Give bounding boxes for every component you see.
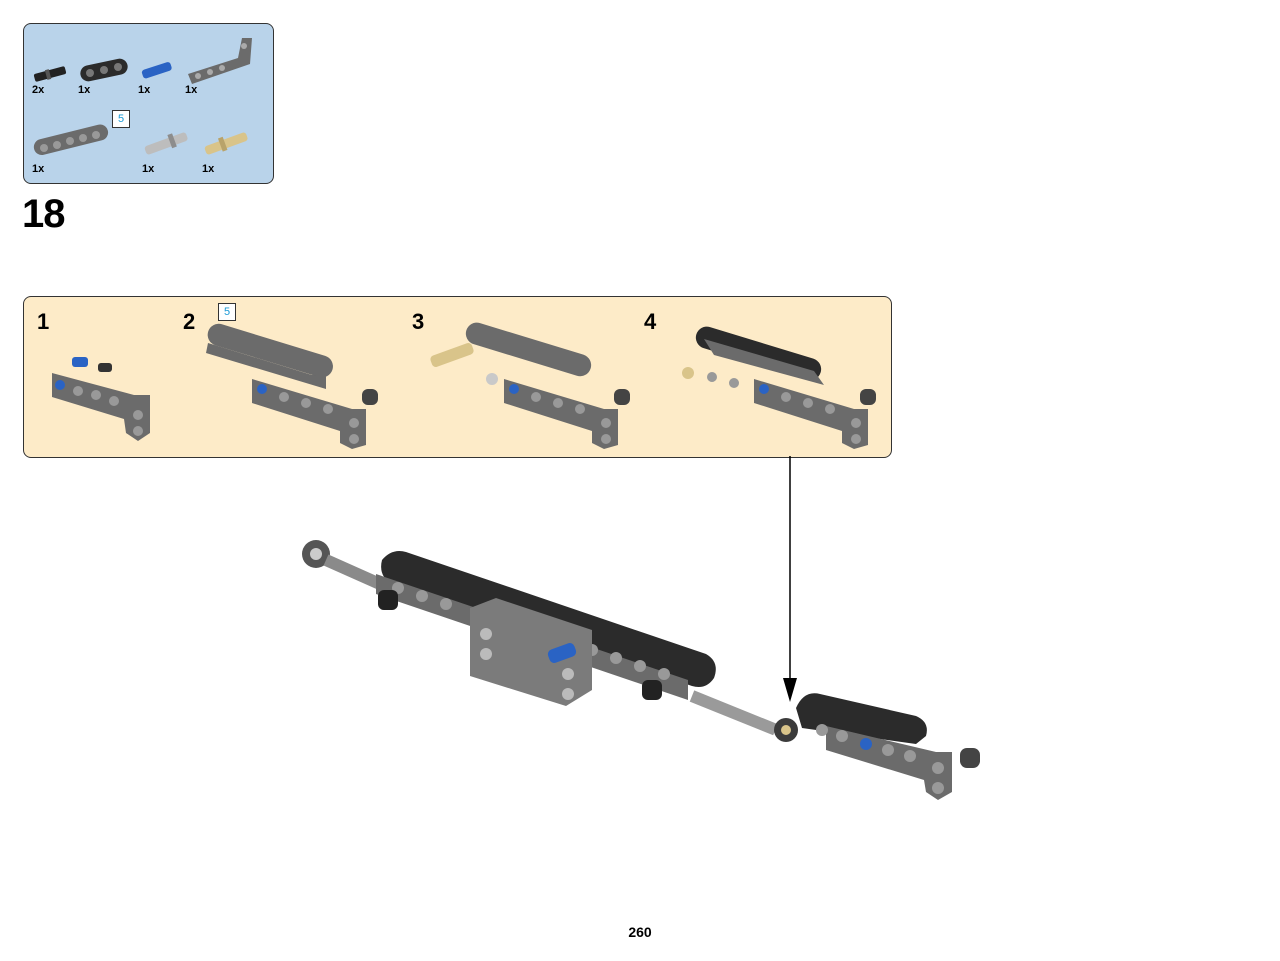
substep-number: 4 <box>644 309 657 334</box>
part-qty: 1x <box>138 84 151 96</box>
part-qty: 1x <box>142 163 155 175</box>
part-qty: 2x <box>32 84 45 96</box>
substep-1-illustration <box>52 357 150 441</box>
black-axle-pin-icon <box>33 66 67 82</box>
length-label: 5 <box>218 303 236 321</box>
callout-arrow <box>783 456 797 702</box>
gray-beam-5-icon <box>33 124 109 156</box>
substep-3-illustration <box>430 322 630 449</box>
substep-number: 2 <box>183 309 196 334</box>
light-gray-pin-icon <box>144 132 188 155</box>
length-label: 5 <box>112 110 130 128</box>
substep-2-illustration <box>206 323 378 449</box>
part-qty: 1x <box>202 163 215 175</box>
substep-number: 1 <box>37 309 50 334</box>
part-qty: 1x <box>78 84 91 96</box>
main-assembly-illustration <box>302 540 980 800</box>
part-qty: 1x <box>185 84 198 96</box>
parts-list-box: 2x 1x 1x 1x 5 1x 1x 1x <box>23 23 274 184</box>
step-number: 18 <box>22 192 65 236</box>
gray-bent-beam-icon <box>188 38 252 84</box>
substep-4-illustration <box>682 326 876 449</box>
part-qty: 1x <box>32 163 45 175</box>
black-beam-3-icon <box>80 58 128 82</box>
subassembly-box: 1 2 5 3 4 <box>23 296 892 458</box>
blue-axle-pin-icon <box>141 62 172 79</box>
page-number: 260 <box>628 924 652 940</box>
substep-number: 3 <box>412 309 425 334</box>
tan-axle-pin-icon <box>204 132 248 155</box>
